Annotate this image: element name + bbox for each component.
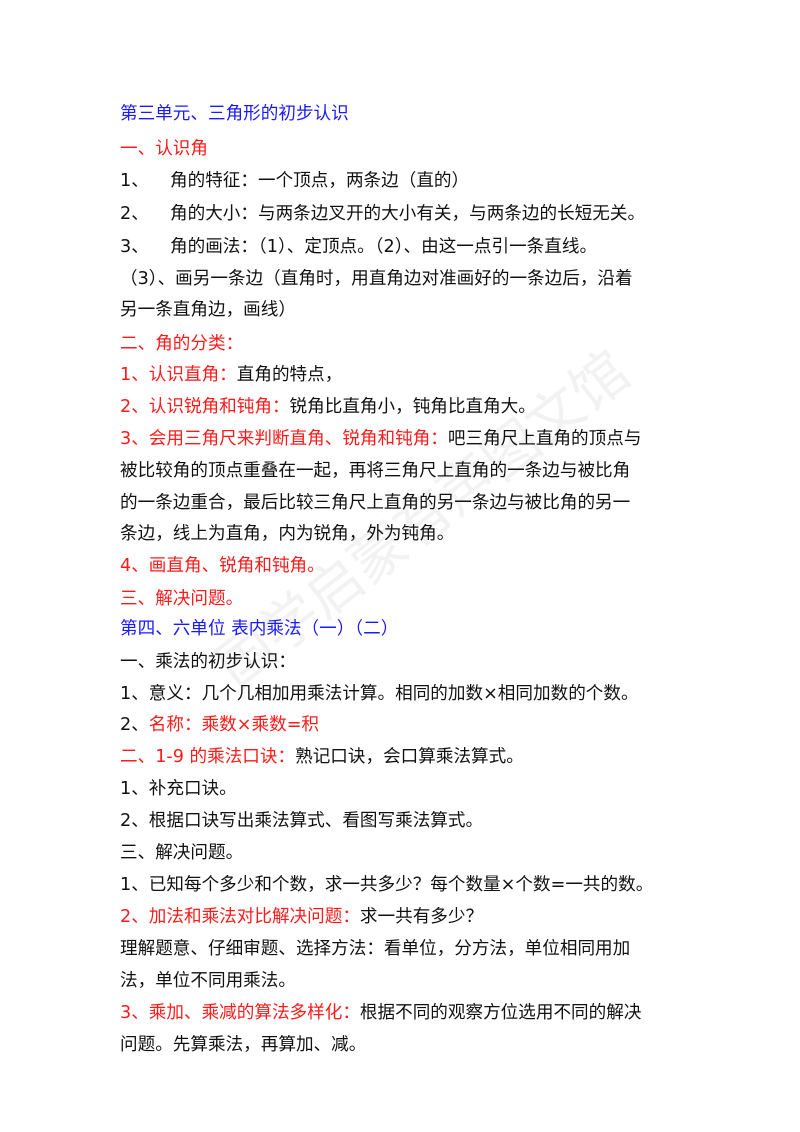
text-segment: 2、根据口诀写出乘法算式、看图写乘法算式。	[120, 811, 484, 831]
text-segment: 二、1-9 的乘法口诀：	[120, 747, 296, 767]
text-line: 理解题意、仔细审题、选择方法：看单位，分方法，单位相同用加	[120, 932, 720, 966]
text-line: 4、画直角、锐角和钝角。	[120, 549, 720, 583]
text-line: 的一条边重合，最后比较三角尺上直角的另一条边与被比角的另一	[120, 486, 720, 520]
text-segment: 角的大小：与两条边叉开的大小有关，与两条边的长短无关。	[170, 204, 646, 224]
text-segment: 1、补充口诀。	[120, 779, 237, 799]
text-line: 1、认识直角：直角的特点，	[120, 358, 720, 392]
text-segment: 名称：乘数×乘数=积	[148, 715, 320, 735]
text-segment: 2、认识锐角和钝角：	[120, 397, 290, 417]
text-segment: 吧三角尺上直角的顶点与	[447, 429, 642, 449]
text-line: 第三单元、三角形的初步认识	[120, 97, 720, 131]
text-line: 一、认识角	[120, 132, 720, 166]
text-segment: 一、乘法的初步认识：	[120, 652, 296, 672]
list-number: 2、	[120, 204, 149, 224]
text-segment: 1、认识直角：	[120, 365, 237, 385]
text-segment: 角的特征：一个顶点，两条边（直的）	[170, 171, 470, 191]
text-segment: 3、会用三角尺来判断直角、锐角和钝角：	[120, 429, 448, 449]
text-line: 二、角的分类：	[120, 327, 720, 361]
text-line: 一、乘法的初步认识：	[120, 645, 720, 679]
text-segment: 4、画直角、锐角和钝角。	[120, 556, 325, 576]
text-line: （3）、画另一条边（直角时，用直角边对准画好的一条边后，沿着	[120, 262, 720, 296]
text-segment: （3）、画另一条边（直角时，用直角边对准画好的一条边后，沿着	[120, 269, 633, 289]
text-segment: 3、乘加、乘减的算法多样化：	[120, 1003, 360, 1023]
text-line: 法，单位不同用乘法。	[120, 964, 720, 998]
text-line: 1、已知每个多少和个数，求一共多少？每个数量×个数=一共的数。	[120, 868, 720, 902]
text-line: 2、认识锐角和钝角：锐角比直角小，钝角比直角大。	[120, 390, 720, 424]
text-segment: 根据不同的观察方位选用不同的解决	[359, 1003, 642, 1023]
text-line: 1、补充口诀。	[120, 772, 720, 806]
text-line: 1、意义：几个几相加用乘法计算。相同的加数×相同加数的个数。	[120, 677, 720, 711]
list-number: 1、	[120, 171, 149, 191]
text-segment: 三、解决问题。	[120, 589, 244, 609]
text-segment: 另一条直角边，画线）	[120, 300, 296, 320]
text-segment: 2、加法和乘法对比解决问题：	[120, 907, 360, 927]
text-segment: 法，单位不同用乘法。	[120, 971, 296, 991]
text-segment: 1、意义：几个几相加用乘法计算。相同的加数×相同加数的个数。	[120, 684, 639, 704]
text-line: 三、解决问题。	[120, 836, 720, 870]
text-segment: 2、	[120, 715, 149, 735]
text-line: 三、解决问题。	[120, 582, 720, 616]
text-segment: 求一共有多少？	[359, 907, 484, 927]
text-segment: 条边，线上为直角，内为锐角，外为钝角。	[120, 524, 455, 544]
text-line: 2、加法和乘法对比解决问题：求一共有多少？	[120, 900, 720, 934]
text-line: 3、会用三角尺来判断直角、锐角和钝角：吧三角尺上直角的顶点与	[120, 422, 720, 456]
text-line: 另一条直角边，画线）	[120, 293, 720, 327]
text-line: 第四、六单位 表内乘法（一）（二）	[120, 612, 720, 646]
text-segment: 锐角比直角小，钝角比直角大。	[289, 397, 536, 417]
text-line: 1、 角的特征：一个顶点，两条边（直的）	[120, 164, 720, 198]
text-line: 3、乘加、乘减的算法多样化：根据不同的观察方位选用不同的解决	[120, 996, 720, 1030]
text-line: 二、1-9 的乘法口诀：熟记口诀，会口算乘法算式。	[120, 740, 720, 774]
text-line: 2、名称：乘数×乘数=积	[120, 708, 720, 742]
text-line: 被比较角的顶点重叠在一起，再将三角尺上直角的一条边与被比角	[120, 454, 720, 488]
text-segment: 的一条边重合，最后比较三角尺上直角的另一条边与被比角的另一	[120, 493, 631, 513]
text-segment: 问题。先算乘法，再算加、减。	[120, 1035, 367, 1055]
text-segment: 第三单元、三角形的初步认识	[120, 104, 349, 124]
text-line: 3、 角的画法：（1）、定顶点。（2）、由这一点引一条直线。	[120, 230, 720, 264]
text-segment: 二、角的分类：	[120, 334, 244, 354]
list-number: 3、	[120, 237, 149, 257]
text-segment: 一、认识角	[120, 139, 208, 159]
text-segment: 角的画法：（1）、定顶点。（2）、由这一点引一条直线。	[170, 237, 598, 257]
text-segment: 直角的特点，	[236, 365, 343, 385]
text-segment: 三、解决问题。	[120, 843, 244, 863]
text-line: 条边，线上为直角，内为锐角，外为钝角。	[120, 517, 720, 551]
text-line: 问题。先算乘法，再算加、减。	[120, 1028, 720, 1062]
text-line: 2、根据口诀写出乘法算式、看图写乘法算式。	[120, 804, 720, 838]
text-segment: 熟记口诀，会口算乘法算式。	[295, 747, 524, 767]
text-line: 2、 角的大小：与两条边叉开的大小有关，与两条边的长短无关。	[120, 197, 720, 231]
text-segment: 被比较角的顶点重叠在一起，再将三角尺上直角的一条边与被比角	[120, 461, 631, 481]
text-segment: 理解题意、仔细审题、选择方法：看单位，分方法，单位相同用加	[120, 939, 631, 959]
text-segment: 第四、六单位 表内乘法（一）（二）	[120, 619, 399, 639]
text-segment: 1、已知每个多少和个数，求一共多少？每个数量×个数=一共的数。	[120, 875, 654, 895]
